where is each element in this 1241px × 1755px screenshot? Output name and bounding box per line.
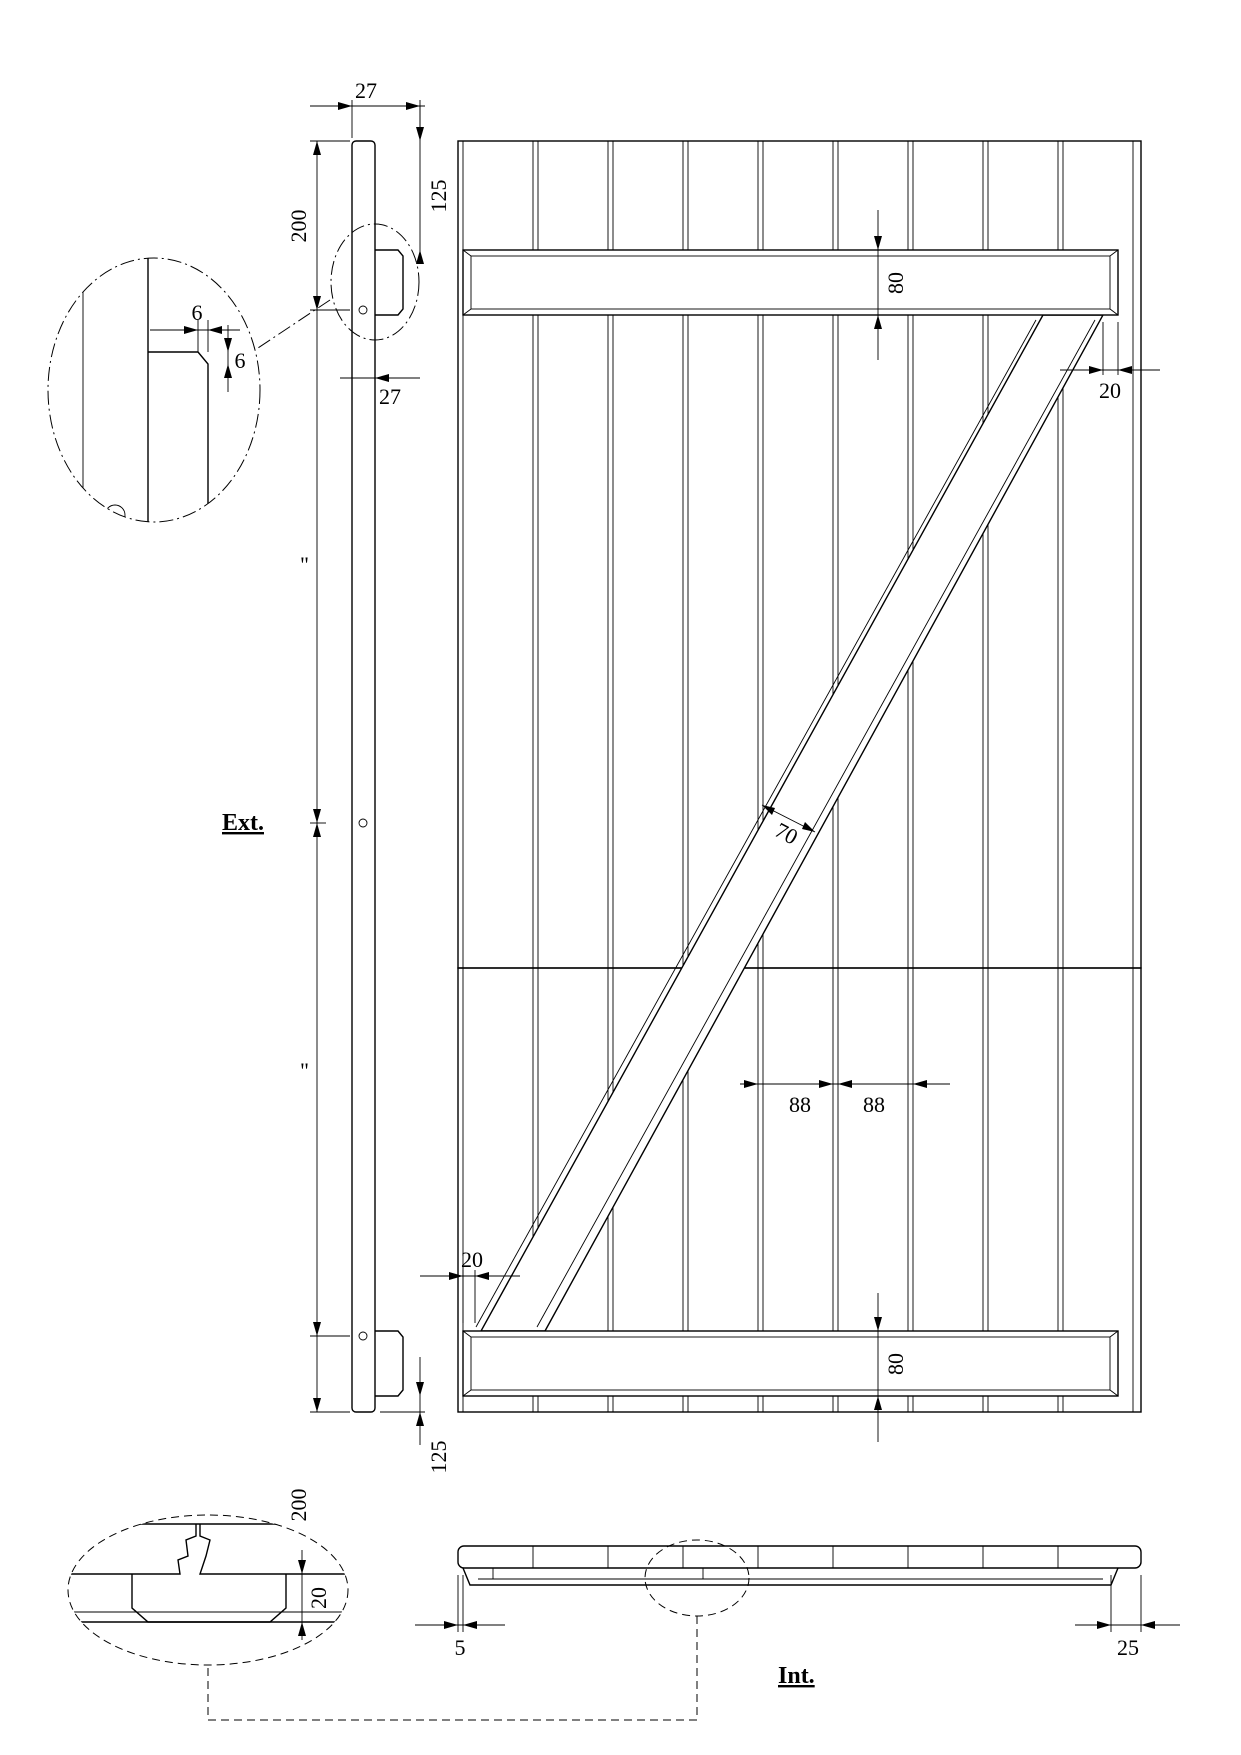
svg-text:25: 25 (1117, 1635, 1139, 1660)
svg-text:6: 6 (235, 348, 246, 373)
dim-top-batten-width: 80 (874, 210, 908, 360)
dim-edge-thickness-mid: 27 (340, 315, 420, 409)
svg-text:200: 200 (286, 210, 311, 243)
dim-bottom-hinge-pos: 200 (286, 1335, 350, 1522)
hinge-hole-top (358, 305, 368, 315)
break-mark-2: " (300, 1058, 309, 1083)
svg-text:20: 20 (461, 1247, 483, 1272)
svg-text:5: 5 (455, 1635, 466, 1660)
dim-edge-thickness-top: 27 (310, 78, 425, 138)
svg-text:6: 6 (192, 300, 203, 325)
door-front-view: 80 80 20 20 (420, 140, 1160, 1442)
side-profile (351, 140, 376, 1413)
door-outline-lower (457, 967, 1142, 1413)
dim-bottom-batten-offset: 125 (380, 1357, 451, 1474)
svg-text:88: 88 (863, 1092, 885, 1117)
svg-text:80: 80 (883, 1353, 908, 1375)
svg-text:27: 27 (379, 384, 401, 409)
svg-text:200: 200 (286, 1489, 311, 1522)
hinge-hole-mid (358, 818, 368, 828)
top-batten (462, 249, 1119, 316)
exterior-label: Ext. (222, 810, 264, 836)
break-mark-1: " (300, 552, 309, 577)
svg-text:20: 20 (1099, 378, 1121, 403)
interior-label: Int. (778, 1663, 815, 1689)
svg-text:125: 125 (426, 1441, 451, 1474)
door-section-view: 5 25 Int. (415, 1539, 1180, 1689)
dim-brace-bottom-clearance: 20 (420, 1247, 520, 1323)
bottom-batten (462, 1330, 1119, 1397)
svg-text:125: 125 (426, 180, 451, 213)
dim-board-widths: 88 88 (740, 1080, 950, 1117)
svg-text:20: 20 (306, 1587, 331, 1609)
door-side-view: 27 125 27 200 " " (222, 78, 451, 1522)
dim-brace-top-clearance: 20 (1060, 322, 1160, 403)
dim-top-batten-offset: 125 (416, 106, 451, 264)
svg-text:27: 27 (355, 78, 377, 103)
detail-chamfer: 6 6 (47, 223, 420, 523)
svg-text:88: 88 (789, 1092, 811, 1117)
side-bottom-batten (375, 1330, 404, 1397)
svg-text:80: 80 (883, 272, 908, 294)
dim-top-hinge-pos: 200 (286, 140, 350, 311)
side-top-batten (375, 249, 404, 316)
hinge-hole-bottom (358, 1331, 368, 1341)
dim-bottom-batten-width: 80 (874, 1293, 908, 1442)
